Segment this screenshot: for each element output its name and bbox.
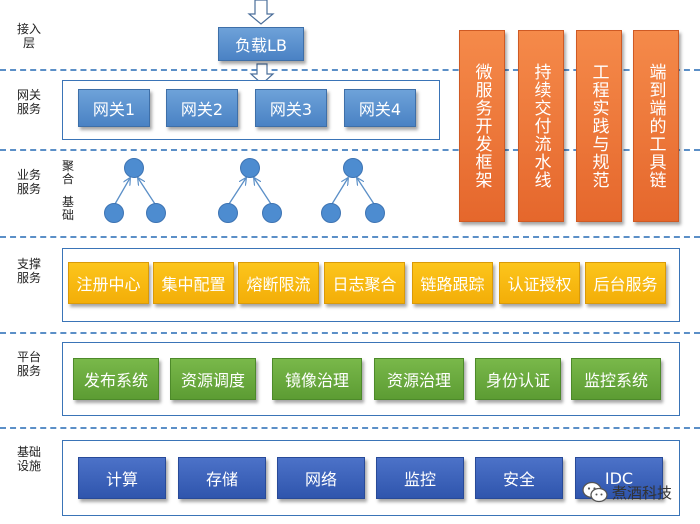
layer-divider [0, 69, 700, 71]
platform-box: 镜像治理 [272, 358, 362, 400]
platform-label: 发布系统 [83, 371, 148, 390]
aggregate-node [343, 158, 363, 178]
basic-label: 基础 [62, 195, 75, 222]
aggregate-node [240, 158, 260, 178]
platform-label: 资源调度 [180, 371, 245, 390]
support-label: 认证授权 [507, 275, 572, 294]
layer-label-business: 业务服务 [16, 168, 41, 196]
platform-label: 身份认证 [485, 371, 550, 390]
infra-label: IDC [604, 468, 634, 488]
basic-node [365, 203, 385, 223]
infra-box: 监控 [376, 457, 464, 499]
platform-box: 监控系统 [571, 358, 661, 400]
incoming-arrow-icon [247, 0, 275, 25]
infra-box: 计算 [78, 457, 166, 499]
side-column-label: 端到端的工具链 [645, 63, 666, 189]
layer-divider [0, 149, 700, 151]
layer-label-platform: 平台服务 [16, 350, 41, 378]
side-column-label: 工程实践与规范 [588, 63, 609, 189]
platform-label: 资源治理 [386, 371, 451, 390]
layer-label-support: 支撑服务 [16, 257, 41, 285]
side-column-label: 微服务开发框架 [471, 63, 492, 189]
support-box: 日志聚合 [324, 262, 405, 304]
gateway-label: 网关2 [180, 100, 224, 119]
watermark-text: 煮酒科技 [612, 483, 673, 502]
side-column: 微服务开发框架 [459, 30, 505, 222]
support-label: 链路跟踪 [420, 275, 485, 294]
lb-to-gateway-arrow-icon [249, 63, 275, 85]
wechat-icon [582, 481, 608, 503]
gateway-label: 网关4 [358, 100, 402, 119]
gateway-label: 网关1 [92, 100, 136, 119]
support-box: 认证授权 [499, 262, 580, 304]
side-column-label: 持续交付流水线 [530, 63, 551, 189]
gateway-label: 网关3 [269, 100, 313, 119]
layer-divider [0, 332, 700, 334]
gateway-box: 网关2 [166, 89, 238, 127]
infra-box: IDC [575, 457, 663, 499]
support-label: 集中配置 [161, 275, 226, 294]
infra-box: 安全 [475, 457, 563, 499]
platform-label: 监控系统 [583, 371, 648, 390]
gateway-box: 网关1 [78, 89, 150, 127]
basic-node [262, 203, 282, 223]
support-label: 日志聚合 [332, 275, 397, 294]
platform-box: 发布系统 [73, 358, 159, 400]
platform-label: 镜像治理 [284, 371, 349, 390]
gateway-box: 网关3 [255, 89, 327, 127]
basic-node [218, 203, 238, 223]
infra-box: 网络 [277, 457, 365, 499]
support-box: 后台服务 [585, 262, 666, 304]
platform-box: 资源治理 [374, 358, 464, 400]
infra-box: 存储 [178, 457, 266, 499]
layer-label-access: 接入层 [16, 22, 41, 50]
platform-box: 资源调度 [170, 358, 256, 400]
infra-label: 计算 [105, 470, 138, 489]
infra-label: 安全 [502, 470, 535, 489]
support-label: 注册中心 [76, 275, 141, 294]
support-label: 熔断限流 [246, 275, 311, 294]
infra-label: 网络 [304, 470, 337, 489]
basic-node [104, 203, 124, 223]
support-box: 熔断限流 [238, 262, 319, 304]
aggregate-label: 聚合 [62, 159, 75, 186]
side-column: 持续交付流水线 [518, 30, 564, 222]
watermark: 煮酒科技 [582, 481, 672, 503]
layer-divider [0, 427, 700, 429]
side-column: 工程实践与规范 [576, 30, 622, 222]
support-box: 注册中心 [68, 262, 149, 304]
basic-node [146, 203, 166, 223]
gateway-box: 网关4 [344, 89, 416, 127]
load-balancer-label: 负载LB [235, 36, 287, 55]
support-label: 后台服务 [593, 275, 658, 294]
aggregate-node [124, 158, 144, 178]
layer-divider [0, 236, 700, 238]
infra-label: 监控 [403, 470, 436, 489]
basic-node [321, 203, 341, 223]
platform-box: 身份认证 [475, 358, 561, 400]
layer-label-infra: 基础设施 [16, 445, 41, 473]
support-box: 链路跟踪 [412, 262, 493, 304]
infra-label: 存储 [205, 470, 238, 489]
layer-label-gateway: 网关服务 [16, 88, 41, 116]
support-box: 集中配置 [153, 262, 234, 304]
side-column: 端到端的工具链 [633, 30, 679, 222]
load-balancer-box: 负载LB [218, 27, 304, 61]
